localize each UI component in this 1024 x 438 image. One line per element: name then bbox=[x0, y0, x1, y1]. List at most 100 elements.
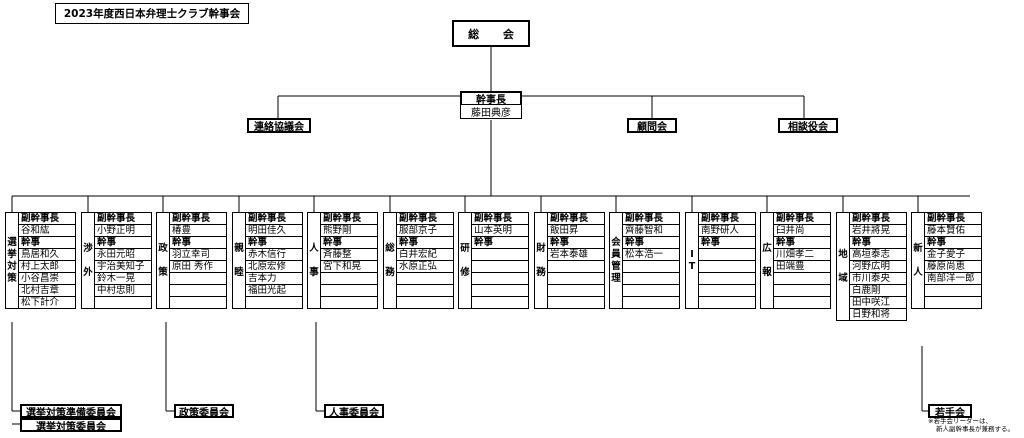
column-members: 副幹事長南野研人幹事 bbox=[698, 212, 756, 309]
column-label-char: 研 bbox=[460, 242, 470, 254]
column-label-char: 地 bbox=[838, 248, 848, 260]
column-label: 政策 bbox=[156, 212, 169, 309]
column-members: 副幹事長飯田昇幹事岩本泰雄 bbox=[547, 212, 605, 309]
counselors-box: 相談役会 bbox=[778, 118, 838, 133]
column-label-char: 理 bbox=[611, 272, 621, 284]
election-committee-box: 選挙対策委員会 bbox=[20, 418, 122, 433]
member-name bbox=[472, 297, 528, 309]
member-name: 南野研人 bbox=[699, 225, 755, 237]
column-label-char: 広 bbox=[762, 242, 772, 254]
member-name: 白井宏紀 bbox=[397, 249, 453, 261]
column-members: 副幹事長山本英明幹事 bbox=[471, 212, 529, 309]
column-label-char: 管 bbox=[611, 260, 621, 272]
member-name: 北村吉章 bbox=[19, 285, 75, 297]
member-name: 赤木信行 bbox=[246, 249, 302, 261]
member-name: 福田光起 bbox=[246, 285, 302, 297]
role-label: 幹事 bbox=[850, 237, 906, 249]
role-label: 副幹事長 bbox=[548, 213, 604, 225]
role-label: 幹事 bbox=[170, 237, 226, 249]
personnel-committee-box: 人事委員会 bbox=[324, 404, 384, 419]
member-name: 原田 秀作 bbox=[170, 261, 226, 273]
column-label-char: 務 bbox=[536, 266, 546, 278]
general-meeting-box: 総 会 bbox=[452, 20, 530, 47]
member-name: 水原正弘 bbox=[397, 261, 453, 273]
role-label: 副幹事長 bbox=[623, 213, 679, 225]
member-name: 斉藤整 bbox=[321, 249, 377, 261]
role-label: 幹事 bbox=[321, 237, 377, 249]
member-name bbox=[548, 273, 604, 285]
member-name: 日野和将 bbox=[850, 309, 906, 321]
role-label: 幹事 bbox=[246, 237, 302, 249]
role-label: 副幹事長 bbox=[925, 213, 981, 225]
member-name: 宇治美知子 bbox=[95, 261, 151, 273]
member-name bbox=[699, 297, 755, 309]
member-name bbox=[774, 297, 830, 309]
member-name bbox=[623, 273, 679, 285]
column-label: 親睦 bbox=[232, 212, 245, 309]
column-label: 会員管理 bbox=[609, 212, 622, 309]
member-name: 村上太郎 bbox=[19, 261, 75, 273]
member-name bbox=[170, 273, 226, 285]
young-members-box: 若手会 bbox=[928, 404, 972, 419]
member-name bbox=[548, 297, 604, 309]
member-name: 市川泰央 bbox=[850, 273, 906, 285]
member-name: 羽立幸司 bbox=[170, 249, 226, 261]
member-name bbox=[472, 249, 528, 261]
column-label-char: 睦 bbox=[234, 266, 244, 278]
member-name: 岩本泰雄 bbox=[548, 249, 604, 261]
election-prep-committee-box: 選挙対策準備委員会 bbox=[20, 404, 122, 419]
member-name bbox=[321, 297, 377, 309]
member-name: 金子愛子 bbox=[925, 249, 981, 261]
member-name: 永田元昭 bbox=[95, 249, 151, 261]
chart-title: 2023年度西日本弁理士クラブ幹事会 bbox=[55, 3, 249, 24]
member-name: 田端豊 bbox=[774, 261, 830, 273]
column-label-char: 域 bbox=[838, 272, 848, 284]
column-label: 財務 bbox=[534, 212, 547, 309]
member-name: 田中咲江 bbox=[850, 297, 906, 309]
member-name: 小野正明 bbox=[95, 225, 151, 237]
role-label: 幹事 bbox=[19, 237, 75, 249]
column-label-char: 務 bbox=[385, 266, 395, 278]
advisors-box: 顧問会 bbox=[627, 118, 677, 133]
member-name: 藤本賢佑 bbox=[925, 225, 981, 237]
role-label: 幹事 bbox=[472, 237, 528, 249]
member-name: 熊野剛 bbox=[321, 225, 377, 237]
member-name: 松本浩一 bbox=[623, 249, 679, 261]
role-label: 幹事 bbox=[548, 237, 604, 249]
member-name: 椿豊 bbox=[170, 225, 226, 237]
member-name bbox=[472, 261, 528, 273]
member-name: 谷和紘 bbox=[19, 225, 75, 237]
role-label: 幹事 bbox=[95, 237, 151, 249]
member-name: 藤原尚恵 bbox=[925, 261, 981, 273]
member-name bbox=[699, 249, 755, 261]
member-name bbox=[774, 273, 830, 285]
column-members: 副幹事長明田佳久幹事赤木信行北原宏修吉本力福田光起 bbox=[245, 212, 303, 309]
role-label: 副幹事長 bbox=[246, 213, 302, 225]
column-label-char: 事 bbox=[309, 266, 319, 278]
member-name bbox=[472, 273, 528, 285]
role-label: 副幹事長 bbox=[699, 213, 755, 225]
member-name bbox=[95, 297, 151, 309]
member-name: 高垣泰志 bbox=[850, 249, 906, 261]
column-label-char: 渉 bbox=[83, 242, 93, 254]
column-label-char: 親 bbox=[234, 242, 244, 254]
member-name bbox=[397, 297, 453, 309]
column-label: 人事 bbox=[307, 212, 320, 309]
role-label: 副幹事長 bbox=[95, 213, 151, 225]
column-label-char: 総 bbox=[385, 242, 395, 254]
member-name: 小谷昌崇 bbox=[19, 273, 75, 285]
column-label-char: 外 bbox=[83, 266, 93, 278]
chief-name: 藤田典彦 bbox=[460, 105, 522, 119]
column-label-char: 挙 bbox=[7, 248, 17, 260]
member-name bbox=[925, 297, 981, 309]
member-name bbox=[170, 285, 226, 297]
member-name: 齊藤智和 bbox=[623, 225, 679, 237]
member-name: 服部京子 bbox=[397, 225, 453, 237]
member-name bbox=[623, 297, 679, 309]
column-label-char: 新 bbox=[913, 242, 923, 254]
footnote-line: 新人副幹事長が兼務する。 bbox=[936, 425, 1014, 433]
role-label: 幹事 bbox=[623, 237, 679, 249]
member-name: 松下計介 bbox=[19, 297, 75, 309]
member-name bbox=[699, 261, 755, 273]
